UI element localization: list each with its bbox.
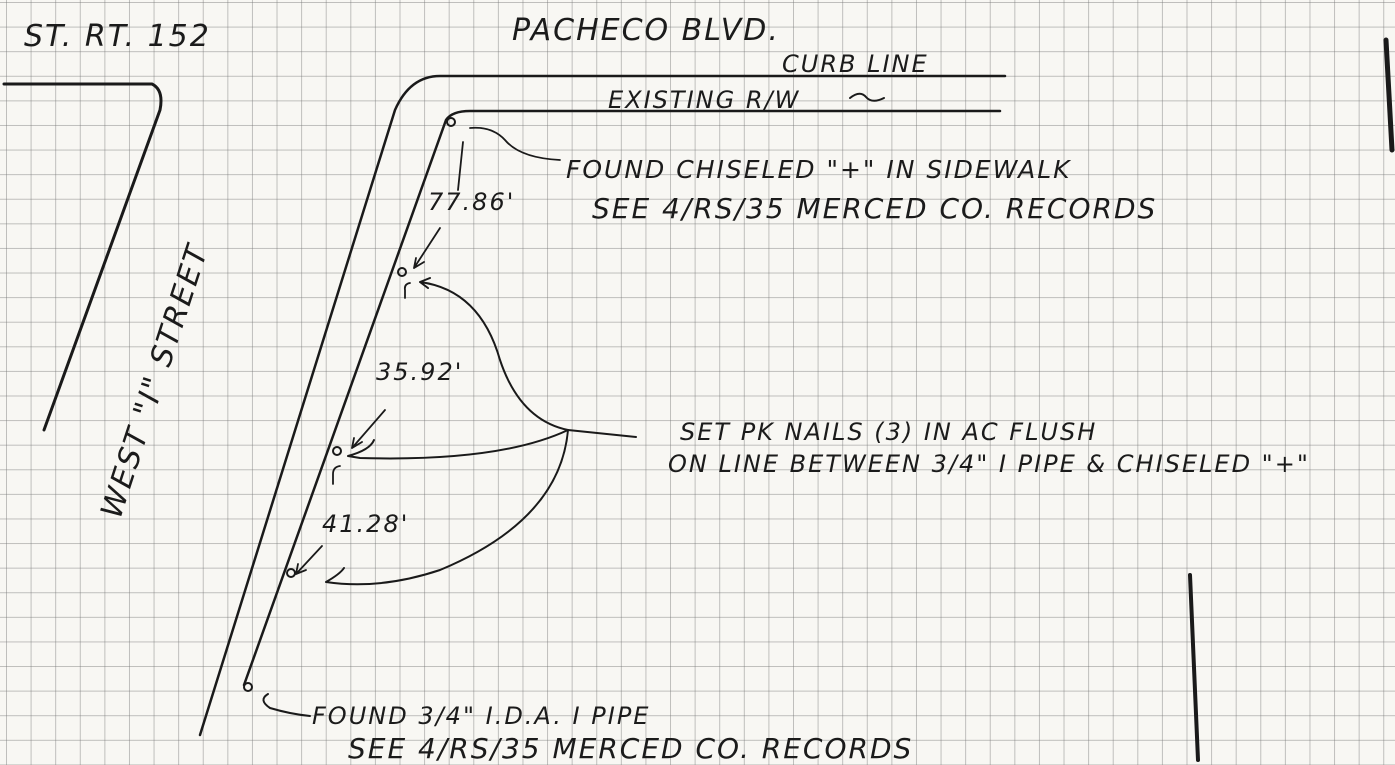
dim-arrow-3 <box>295 465 341 575</box>
see-records-2-label: SEE 4/RS/35 MERCED CO. RECORDS <box>348 732 913 765</box>
set-pk-label-line1: SET PK NAILS (3) IN AC FLUSH <box>680 418 1097 446</box>
see-records-1-label: SEE 4/RS/35 MERCED CO. RECORDS <box>592 192 1157 225</box>
pk-leader-3 <box>325 429 569 586</box>
distance-3-label: 41.28' <box>322 510 409 538</box>
dim-arrow-2 <box>351 282 411 449</box>
existing-rw-label: EXISTING R/W <box>608 86 800 114</box>
chiseled-cross-monument <box>446 117 456 127</box>
iron-pipe-monument <box>243 682 253 692</box>
existing-rw-line <box>242 109 1002 687</box>
west-street-label: WEST "I" STREET <box>94 239 216 522</box>
curb-line-label: CURB LINE <box>782 50 929 78</box>
pk-nail-2 <box>332 446 342 456</box>
pk-nail-3 <box>286 568 296 578</box>
found-chiseled-label: FOUND CHISELED "+" IN SIDEWALK <box>566 155 1072 184</box>
distance-2-label: 35.92' <box>376 358 463 386</box>
found-pipe-label: FOUND 3/4" I.D.A. I PIPE <box>312 702 650 730</box>
distance-1-label: 77.86' <box>428 188 515 216</box>
pk-leader-1 <box>419 277 569 431</box>
st-rt-label: ST. RT. 152 <box>24 19 211 54</box>
rw-squiggle <box>849 92 885 102</box>
edge-mark-bottom <box>1188 573 1200 762</box>
edge-mark-top <box>1383 37 1395 153</box>
dim-arrow-1 <box>413 141 464 269</box>
chiseled-leader <box>469 126 561 161</box>
set-pk-label-line2: ON LINE BETWEEN 3/4" I PIPE & CHISELED "… <box>668 450 1310 478</box>
pk-nail-1 <box>397 267 407 277</box>
pacheco-label: PACHECO BLVD. <box>512 13 780 48</box>
pk-leader-2 <box>347 429 569 460</box>
pk-leader-main <box>567 429 637 438</box>
pipe-leader <box>262 693 311 717</box>
left-curb-line <box>2 82 163 432</box>
curb-line <box>198 74 1007 737</box>
